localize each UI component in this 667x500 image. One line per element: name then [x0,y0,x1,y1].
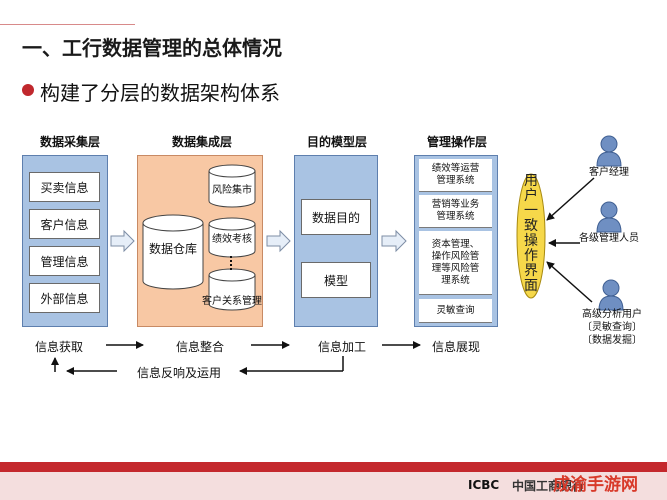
flow-step-integrate: 信息整合 [176,340,225,354]
flow-feedback-label: 信息反响及运用 [137,366,222,380]
page-subtitle: 构建了分层的数据架构体系 [40,81,280,105]
header-management-layer: 管理操作层 [426,135,487,149]
flexible-query: 灵敏查询 [419,299,492,323]
unified-interface-label: 用户一致操作界面 [524,173,538,294]
unified-interface-ellipse [516,173,546,299]
header-rule [0,24,135,25]
header-collection-layer: 数据采集层 [39,135,100,149]
source-management-info: 管理信息 [29,246,100,276]
model-layer-panel [294,155,378,327]
footer-bar [0,462,667,472]
ellipsis-dots [230,256,232,270]
arrow-client-manager [546,177,595,221]
arrow-advanced-users [546,261,593,303]
source-external-info: 外部信息 [29,283,100,313]
model-purpose-box: 数据目的 [301,199,371,235]
crm-mart-label: 客户关系管理 [202,296,262,307]
layer-arrow-1 [110,229,135,253]
client-manager-user-icon [596,135,622,167]
risk-mart-cylinder [208,164,256,208]
data-warehouse-cylinder [142,214,204,290]
footer-logo-text: ICBC [468,478,500,492]
page-title: 一、工行数据管理的总体情况 [22,36,282,60]
header-model-layer: 目的模型层 [306,135,367,149]
footer-band [0,472,667,500]
managers-user-icon [596,201,622,233]
model-box: 模型 [301,262,371,298]
flow-step-process: 信息加工 [318,340,367,354]
data-warehouse-label: 数据仓库 [148,242,197,256]
managers-label: 各级管理人员 [579,233,639,244]
performance-mart-label: 绩效考核 [212,234,252,245]
footer-bank-name: 中国工商银行 [512,479,585,493]
risk-management-system: 资本管理、 操作风险管 理等风险管 理系统 [419,231,492,295]
source-customer-info: 客户信息 [29,209,100,239]
layer-arrow-2 [266,229,291,253]
crm-mart-cylinder [208,268,256,311]
flow-step-present: 信息展现 [432,340,481,354]
bullet-icon [22,84,34,96]
source-trade-info: 买卖信息 [29,172,100,202]
layer-arrow-3 [381,229,407,253]
advanced-users-label: 高级分析用户 〔灵敏查询〕 〔数据发掘〕 [582,309,642,346]
client-manager-label: 客户经理 [589,167,629,178]
ops-management-system: 绩效等运营 管理系统 [419,159,492,192]
advanced-user-icon [598,279,624,311]
header-integration-layer: 数据集成层 [171,135,232,149]
flow-step-acquire: 信息获取 [35,340,84,354]
watermark-text: 成渝手游网 [553,475,638,495]
business-management-system: 营销等业务 管理系统 [419,195,492,228]
risk-mart-label: 风险集市 [212,185,252,196]
